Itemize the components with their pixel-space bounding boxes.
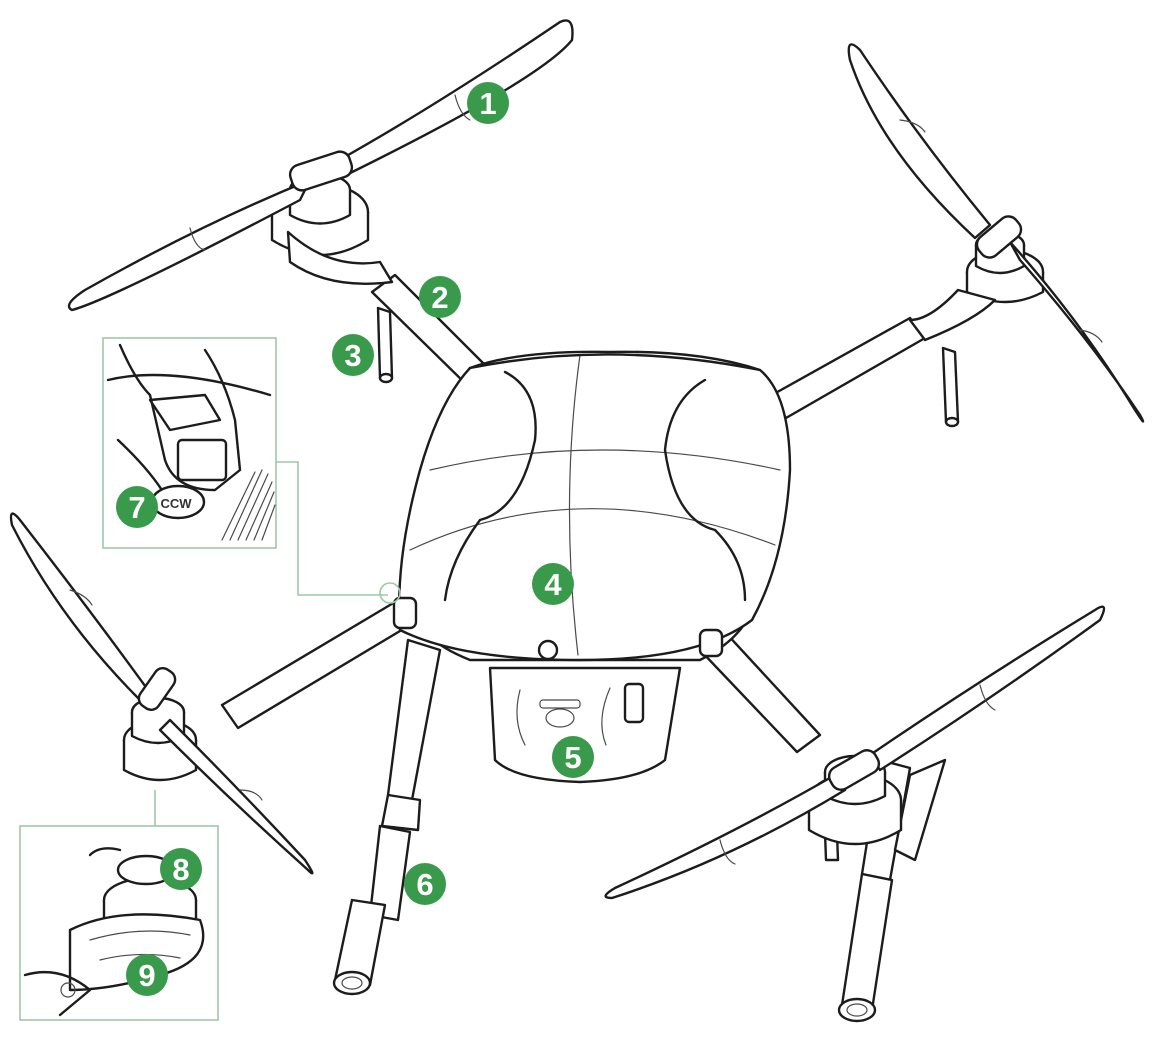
callout-number: 8 [172, 852, 189, 887]
fuselage [392, 350, 792, 784]
motors [122, 172, 1045, 846]
callout-badge-2: 2 [419, 276, 461, 318]
inset-detail-bottom [19, 790, 219, 1021]
callout-badge-6: 6 [404, 863, 446, 905]
callout-badge-7: 7 [116, 486, 158, 528]
callout-number: 4 [544, 567, 562, 602]
callout-number: 7 [128, 490, 145, 525]
callout-number: 1 [479, 86, 496, 121]
callout-badge-5: 5 [552, 736, 594, 778]
callouts: 1 2 3 4 5 6 7 8 [116, 82, 594, 996]
callout-badge-9: 9 [126, 954, 168, 996]
ccw-label: CCW [160, 496, 192, 511]
propeller-blade [604, 773, 847, 900]
inset-detail-top: CCW [102, 337, 401, 604]
callout-number: 5 [564, 740, 581, 775]
arm-top-right [770, 316, 927, 420]
propellers [9, 19, 1145, 900]
propeller-blade [868, 605, 1106, 772]
propeller-blade [847, 43, 992, 240]
propeller-blade [67, 178, 312, 312]
callout-number: 3 [344, 338, 361, 373]
propeller-blade [158, 718, 314, 875]
status-led [537, 639, 559, 661]
callout-number: 6 [416, 867, 433, 902]
callout-number: 9 [138, 958, 155, 993]
callout-badge-1: 1 [467, 82, 509, 124]
propeller-blade [9, 512, 150, 702]
propeller-blade [323, 19, 574, 180]
arm-bottom-left [220, 600, 412, 730]
arms [220, 273, 927, 754]
callout-badge-8: 8 [160, 848, 202, 890]
callout-badge-4: 4 [532, 563, 574, 605]
propeller-blade [1008, 240, 1145, 423]
callout-badge-3: 3 [332, 334, 374, 376]
callout-number: 2 [431, 280, 448, 315]
